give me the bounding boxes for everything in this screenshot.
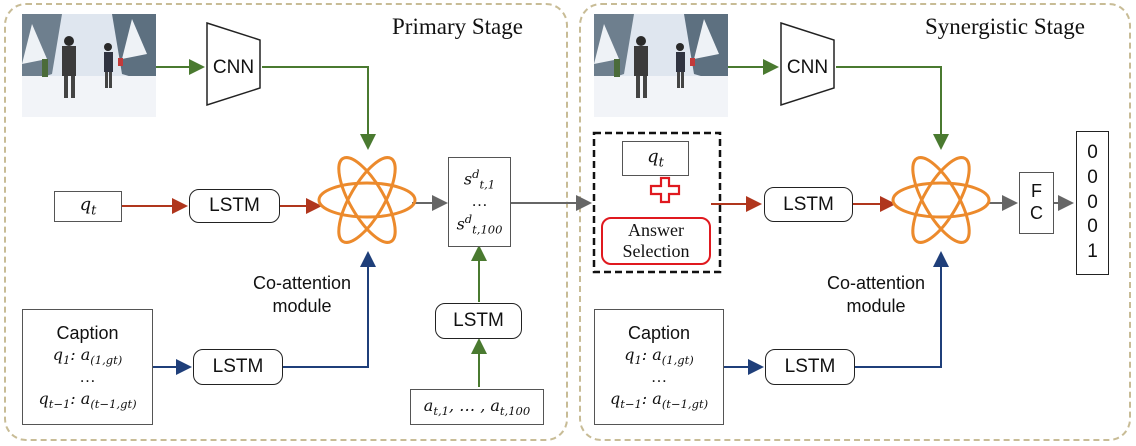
caption-ellipsis: … xyxy=(79,369,96,387)
output-value: 1 xyxy=(1087,241,1098,263)
lstm-question-primary: LSTM xyxy=(189,189,280,223)
lstm-caption-primary: LSTM xyxy=(193,349,283,385)
synergistic-stage-frame xyxy=(579,3,1131,441)
input-image-synergistic xyxy=(594,14,728,117)
caption-title-primary: Caption xyxy=(56,322,119,343)
answers-box: at,1, … , at,100 xyxy=(410,389,544,425)
coattention-icon-primary xyxy=(317,156,417,244)
score-box: sdt,1 … sdt,100 xyxy=(448,157,511,247)
answer-selection-line1: Answer xyxy=(628,220,684,241)
caption-box-primary: Caption q1: a(1,gt) … qt−1: a(t−1,gt) xyxy=(22,309,153,425)
fc-layer: F C xyxy=(1019,172,1054,234)
primary-stage-title: Primary Stage xyxy=(392,14,523,39)
coattention-icon-synergistic xyxy=(891,156,991,244)
caption-line-last: qt−1: a(t−1,gt) xyxy=(38,389,137,412)
synergistic-stage-title: Synergistic Stage xyxy=(925,14,1085,39)
score-last: sdt,100 xyxy=(456,212,503,237)
output-value: 0 xyxy=(1087,216,1098,238)
output-value: 0 xyxy=(1087,142,1098,164)
caption-line-1: q1: a(1,gt) xyxy=(52,345,123,368)
answer-selection-line2: Selection xyxy=(622,241,690,261)
lstm-caption-synergistic: LSTM xyxy=(765,349,855,385)
output-value: 0 xyxy=(1087,191,1098,213)
cnn-block-synergistic xyxy=(780,21,835,107)
lstm-question-synergistic: LSTM xyxy=(764,187,853,222)
primary-stage-frame xyxy=(4,3,568,441)
cnn-block-primary xyxy=(206,21,261,107)
lstm-answers: LSTM xyxy=(435,303,522,339)
question-box-primary: qt xyxy=(54,191,122,222)
output-vector: 0 0 0 0 1 xyxy=(1076,131,1109,275)
question-box-synergistic: qt xyxy=(622,141,689,176)
answer-selection-button: Answer Selection xyxy=(601,217,711,265)
caption-box-synergistic: Caption q1: a(1,gt) … qt−1: a(t−1,gt) xyxy=(594,309,724,425)
cnn-label-primary: CNN xyxy=(212,57,255,78)
score-dots: … xyxy=(471,193,488,210)
cnn-label-synergistic: CNN xyxy=(786,57,829,78)
plus-icon xyxy=(649,176,681,204)
caption-title-synergistic: Caption xyxy=(627,322,691,343)
output-value: 0 xyxy=(1087,166,1098,188)
score-first: sdt,1 xyxy=(463,167,496,192)
input-image-primary xyxy=(22,14,156,117)
